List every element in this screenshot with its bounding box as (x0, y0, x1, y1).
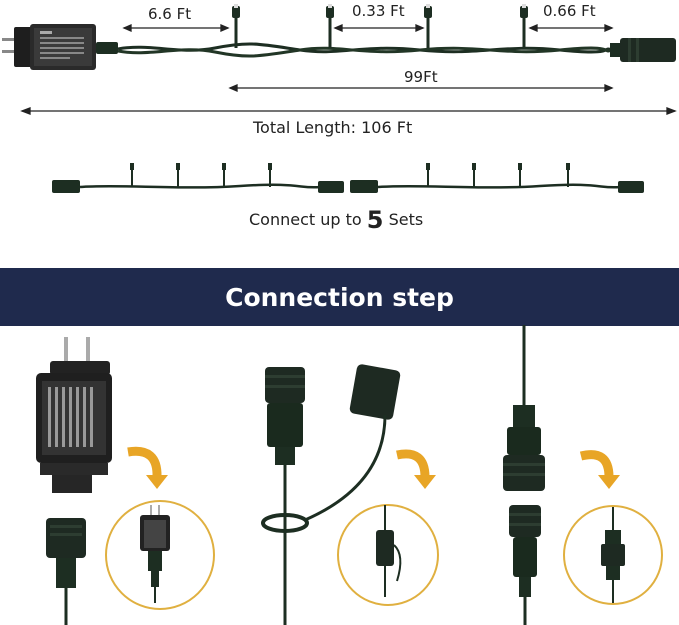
connect-count: 5 (366, 206, 384, 234)
arrow-head-icon (146, 475, 168, 489)
connected-sets-diagram (52, 163, 644, 193)
step-1-adapter-diagram (36, 337, 215, 625)
connected-adapter-icon (140, 505, 170, 603)
protective-cap-icon (261, 364, 401, 533)
joined-connector-icon (601, 507, 625, 603)
bulb-icon (520, 4, 528, 48)
male-connector-icon (509, 505, 541, 625)
end-connector-icon (610, 38, 676, 62)
plug-connector-icon (46, 518, 86, 625)
total-length-label: Total Length: 106 Ft (253, 118, 413, 137)
connect-prefix: Connect up to (249, 210, 362, 229)
string-set-icon (350, 163, 644, 193)
male-connector-icon (265, 367, 305, 625)
power-adapter-icon (36, 337, 112, 493)
curved-arrow-icon (127, 446, 162, 478)
lit-length-label: 99Ft (404, 68, 438, 86)
curved-arrow-icon (579, 450, 614, 478)
step-3-join-diagram (503, 325, 663, 625)
power-adapter-icon (2, 24, 118, 70)
bulb-spacing-label: 0.33 Ft (352, 2, 405, 20)
banner-title: Connection step (225, 282, 454, 312)
bulb-icon (326, 4, 334, 48)
arrow-head-icon (598, 475, 620, 489)
step-2-cap-diagram (261, 364, 439, 625)
bulb-icon (424, 4, 432, 48)
connection-step-banner: Connection step (0, 268, 679, 326)
tail-wire-length-label: 0.66 Ft (543, 2, 596, 20)
string-diagram (2, 4, 677, 115)
connect-sets-label: Connect up to 5 Sets (249, 206, 423, 234)
lead-wire-length-label: 6.6 Ft (148, 5, 192, 23)
arrow-head-icon (414, 475, 436, 489)
connect-suffix: Sets (388, 210, 424, 229)
bulb-icon (232, 4, 240, 48)
string-set-icon (52, 163, 344, 193)
female-connector-icon (503, 325, 545, 491)
curved-arrow-icon (396, 449, 430, 478)
capped-connector-icon (376, 505, 402, 597)
